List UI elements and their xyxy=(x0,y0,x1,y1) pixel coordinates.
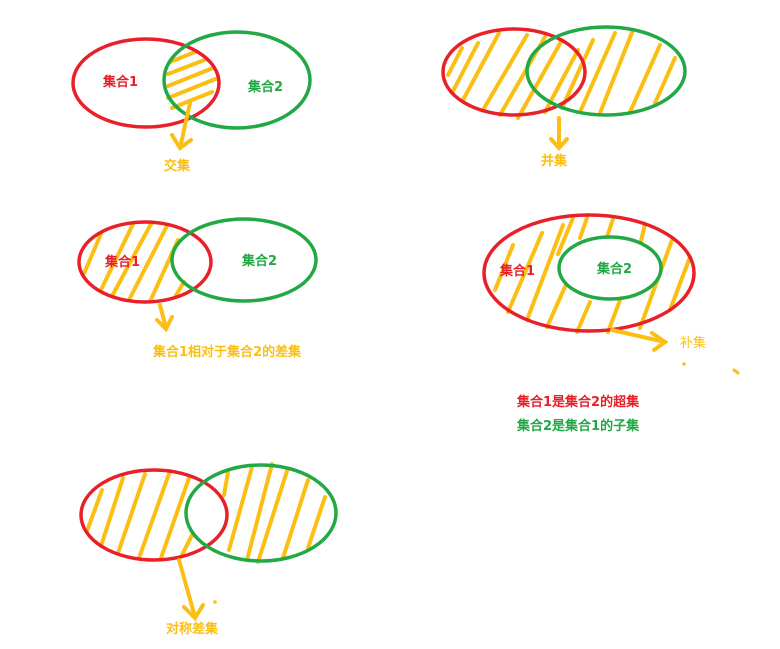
union-caption: 并集 xyxy=(541,154,568,169)
complement-set1-label: 集合1 xyxy=(500,264,536,279)
intersection-diagram xyxy=(71,30,312,151)
complement-diagram xyxy=(482,213,740,375)
set2-ellipse xyxy=(525,25,687,117)
set1-ellipse xyxy=(482,213,696,333)
set2-ellipse xyxy=(170,217,318,303)
set1-ellipse xyxy=(71,37,221,129)
superset-note: 集合1是集合2的超集 xyxy=(517,395,640,410)
arrow-icon xyxy=(549,116,569,152)
stray-dot xyxy=(682,362,686,366)
set2-ellipse xyxy=(184,463,338,563)
union-diagram xyxy=(441,25,687,152)
subset-note: 集合2是集合1的子集 xyxy=(517,419,640,434)
complement-set2-label: 集合2 xyxy=(597,262,633,277)
set1-ellipse xyxy=(77,220,213,304)
set2-ellipse xyxy=(557,235,663,301)
symmetric-difference-hatch xyxy=(85,462,327,564)
arrow-icon xyxy=(155,303,174,333)
symmetric-difference-diagram xyxy=(79,462,338,622)
difference-caption: 集合1相对于集合2的差集 xyxy=(153,345,302,360)
arrow-icon xyxy=(170,101,193,151)
union-hatch xyxy=(446,28,677,120)
set1-ellipse xyxy=(441,27,587,117)
intersection-set1-label: 集合1 xyxy=(103,75,139,90)
difference-set2-label: 集合2 xyxy=(242,254,278,269)
arrow-icon xyxy=(610,328,669,352)
set2-ellipse xyxy=(162,30,312,130)
arrow-icon xyxy=(177,558,205,622)
difference-diagram xyxy=(77,217,318,333)
complement-caption: 补集 xyxy=(680,336,707,351)
symmetric-difference-caption: 对称差集 xyxy=(166,622,219,637)
set1-ellipse xyxy=(79,468,229,562)
intersection-set2-label: 集合2 xyxy=(248,80,284,95)
difference-set1-label: 集合1 xyxy=(105,255,141,270)
stray-dot xyxy=(213,600,217,604)
stray-mark xyxy=(732,368,740,375)
intersection-hatch xyxy=(166,46,219,110)
intersection-caption: 交集 xyxy=(164,159,191,174)
